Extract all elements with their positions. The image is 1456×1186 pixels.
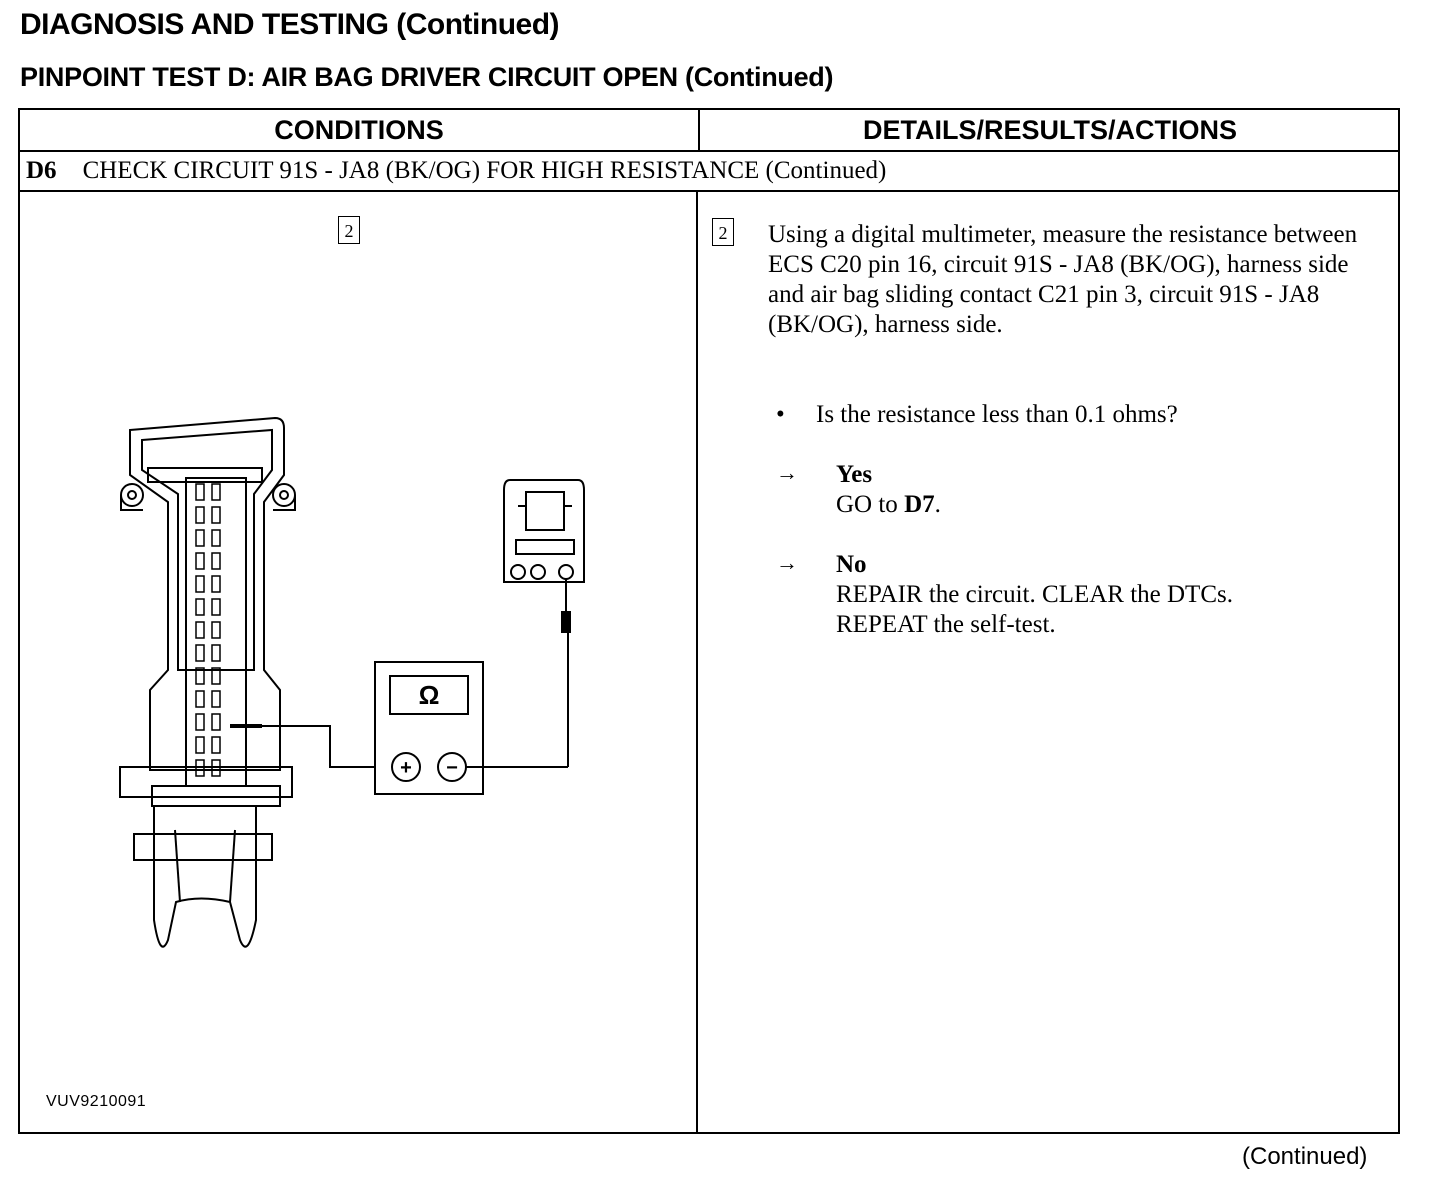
connector-pin — [211, 575, 221, 593]
ecs-connector-c20 — [119, 416, 296, 948]
negative-terminal-icon: − — [446, 757, 458, 779]
header-column-divider — [698, 110, 700, 150]
details-step-marker: 2 — [712, 218, 734, 246]
figure-code: VUV9210091 — [46, 1093, 147, 1110]
answer-yes: Yes GO to D7. — [836, 460, 941, 520]
connector-pin — [195, 483, 205, 501]
connector-pin — [211, 483, 221, 501]
connector-pin — [211, 759, 221, 777]
connector-pin — [195, 552, 205, 570]
answer-no-label: No — [836, 551, 867, 578]
header-divider — [20, 150, 1398, 152]
positive-terminal-icon: + — [400, 757, 412, 779]
connector-pin — [211, 598, 221, 616]
connector-pin-grid — [195, 483, 221, 777]
body-column-divider — [696, 190, 698, 1132]
step-divider — [20, 190, 1398, 192]
question-text: Is the resistance less than 0.1 ohms? — [816, 401, 1178, 428]
connector-pin — [195, 713, 205, 731]
step-row: D6 CHECK CIRCUIT 91S - JA8 (BK/OG) FOR HI… — [26, 152, 886, 190]
connector-pin — [195, 736, 205, 754]
connector-pin — [195, 529, 205, 547]
connector-pin — [195, 644, 205, 662]
arrow-right-icon: → — [776, 550, 798, 575]
connector-pin — [195, 690, 205, 708]
connector-pin — [195, 575, 205, 593]
conditions-step-marker: 2 — [338, 216, 360, 244]
answer-no-action-line1: REPAIR the circuit. CLEAR the DTCs. — [836, 581, 1233, 608]
test-question: • Is the resistance less than 0.1 ohms? — [776, 400, 1178, 430]
column-header-details: DETAILS/RESULTS/ACTIONS — [862, 115, 1237, 145]
test-instruction: Using a digital multimeter, measure the … — [768, 221, 1358, 338]
answer-yes-action: GO to D7. — [836, 491, 941, 518]
page-title: DIAGNOSIS AND TESTING (Continued) — [20, 8, 560, 41]
pinpoint-test-table: CONDITIONS DETAILS/RESULTS/ACTIONS D6 CHE… — [18, 108, 1400, 1134]
answer-no: No REPAIR the circuit. CLEAR the DTCs. R… — [836, 550, 1233, 640]
pinpoint-test-title: PINPOINT TEST D: AIR BAG DRIVER CIRCUIT … — [20, 62, 834, 92]
answer-yes-label: Yes — [836, 461, 873, 488]
bullet-icon: • — [776, 401, 785, 428]
connector-pin — [211, 736, 221, 754]
multimeter — [374, 632, 569, 795]
connector-pin — [211, 644, 221, 662]
connector-pin — [195, 506, 205, 524]
connector-pin — [211, 690, 221, 708]
connector-pin — [211, 713, 221, 731]
connector-pin — [211, 667, 221, 685]
connector-pin — [211, 621, 221, 639]
continued-note: (Continued) — [1242, 1143, 1368, 1170]
connector-pin — [195, 598, 205, 616]
step-id: D6 — [26, 157, 57, 184]
connector-pin — [195, 667, 205, 685]
connector-pin — [195, 759, 205, 777]
air-bag-sliding-contact-c21 — [503, 479, 585, 633]
step-title: CHECK CIRCUIT 91S - JA8 (BK/OG) FOR HIGH… — [82, 157, 887, 184]
connector-pin — [195, 621, 205, 639]
answer-no-action-line2: REPEAT the self-test. — [836, 611, 1056, 638]
arrow-right-icon: → — [776, 460, 798, 485]
goto-target: D7 — [904, 491, 935, 518]
column-header-conditions: CONDITIONS — [274, 115, 444, 145]
connector-pin — [211, 552, 221, 570]
connector-pin — [211, 529, 221, 547]
connector-multimeter-diagram: Ω + − — [119, 416, 585, 948]
connector-pin — [211, 506, 221, 524]
ohm-symbol: Ω — [419, 680, 440, 710]
